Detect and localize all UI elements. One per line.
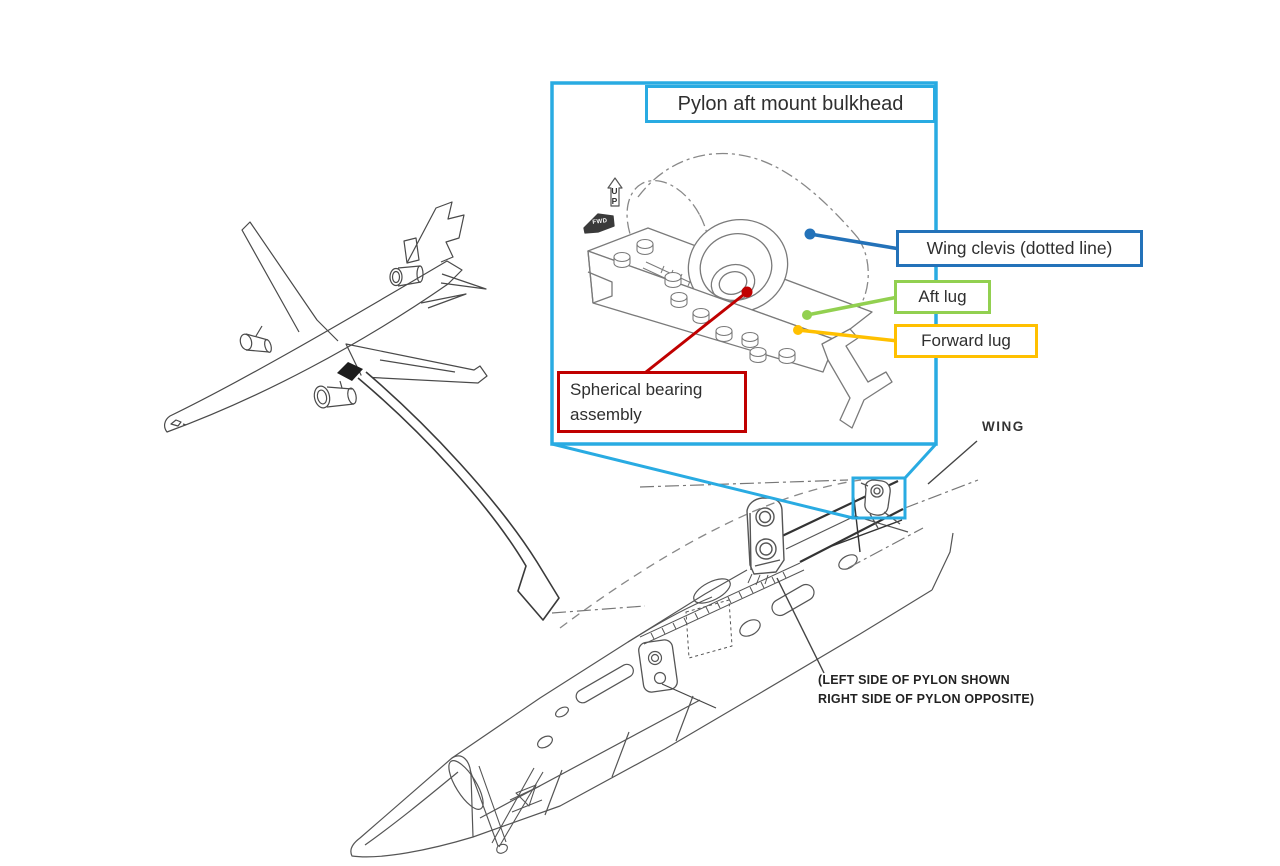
pylon-bottom-edge	[472, 589, 933, 838]
up-arrow-icon	[607, 177, 623, 207]
bulkhead-plate-flange	[587, 250, 613, 304]
inset-title-box: Pylon aft mount bulkhead	[645, 85, 936, 123]
side-note-annotation: (LEFT SIDE OF PYLON SHOWN RIGHT SIDE OF …	[818, 671, 1034, 709]
aircraft-left-stabilizer	[420, 293, 467, 309]
up-marker-label: UP	[611, 186, 618, 206]
wing-clevis-dot	[804, 228, 816, 240]
inset-connector-right	[903, 442, 938, 480]
zoom-arrow	[357, 371, 560, 621]
zoom-source-rect	[851, 476, 907, 520]
pylon-wing-clevis-fitting	[860, 479, 901, 529]
wing-annotation: WING	[982, 419, 1025, 434]
pylon-mid-lug	[638, 639, 678, 693]
wing-clevis-label: Wing clevis (dotted line)	[926, 238, 1113, 258]
spherical-bearing-label-line1: Spherical bearing	[570, 380, 703, 399]
aircraft-cockpit-windows	[170, 419, 187, 427]
side-note-line2: RIGHT SIDE OF PYLON OPPOSITE)	[818, 692, 1035, 706]
callout-leaders	[644, 228, 902, 374]
aircraft-far-wing	[241, 221, 339, 342]
aircraft-right-stabilizer	[440, 273, 487, 290]
pylon-drag-strut	[639, 562, 805, 645]
pylon-top-edge	[451, 569, 748, 759]
side-note-leader-line	[776, 577, 825, 674]
pylon-truss	[469, 765, 544, 854]
aircraft-tail-engine-inlet	[389, 267, 403, 287]
inset-connector-left	[551, 442, 854, 520]
aircraft-tail-scoop	[403, 237, 420, 264]
wing-clevis-callout: Wing clevis (dotted line)	[896, 230, 1143, 267]
bulkhead-side-bracket	[821, 328, 893, 429]
fwd-arrow-icon	[583, 213, 615, 234]
pylon-aft-lug-plate	[746, 497, 785, 586]
wing-phantom-centerlines	[551, 479, 979, 614]
spherical-bearing-callout: Spherical bearing assembly	[557, 371, 747, 433]
aircraft-vertical-fin	[406, 201, 465, 264]
forward-lug-dot	[793, 325, 803, 335]
pylon-top-aft-edge	[785, 515, 909, 550]
pylon-mid-lug-leader	[661, 683, 717, 709]
aircraft-tail-engine-nacelle	[397, 265, 422, 287]
bulkhead-drawing	[583, 152, 893, 429]
spherical-bearing-label-line2: assembly	[570, 405, 642, 424]
pylon-drawing	[350, 440, 979, 858]
side-note-line1: (LEFT SIDE OF PYLON SHOWN	[818, 673, 1010, 687]
spherical-bearing-leader	[644, 290, 749, 374]
aft-lug-callout: Aft lug	[894, 280, 991, 314]
aft-lug-dot	[802, 310, 812, 320]
forward-lug-callout: Forward lug	[894, 324, 1038, 358]
pylon-nose-cone	[350, 755, 474, 858]
spherical-bearing-dot	[741, 286, 753, 298]
wing-dashed-outline	[559, 479, 862, 629]
aircraft-near-engine-nacelle	[326, 380, 355, 408]
forward-lug-leader	[796, 328, 900, 343]
aircraft-fuselage	[164, 260, 463, 433]
wing-leader-line	[927, 440, 978, 485]
forward-lug-label: Forward lug	[921, 331, 1011, 350]
aircraft-wing-kink-line	[379, 359, 456, 373]
aft-lug-leader	[805, 295, 900, 317]
aircraft-highlighted-pylon	[337, 362, 363, 381]
pylon-mid-fitting-dashed-box	[685, 599, 733, 659]
pylon-aft-edge	[931, 532, 954, 591]
aft-lug-label: Aft lug	[918, 287, 967, 306]
wing-clevis-leader	[808, 232, 902, 251]
aircraft-drawing	[164, 201, 488, 433]
aircraft-near-engine-inlet	[313, 385, 331, 409]
inset-title: Pylon aft mount bulkhead	[677, 92, 904, 115]
